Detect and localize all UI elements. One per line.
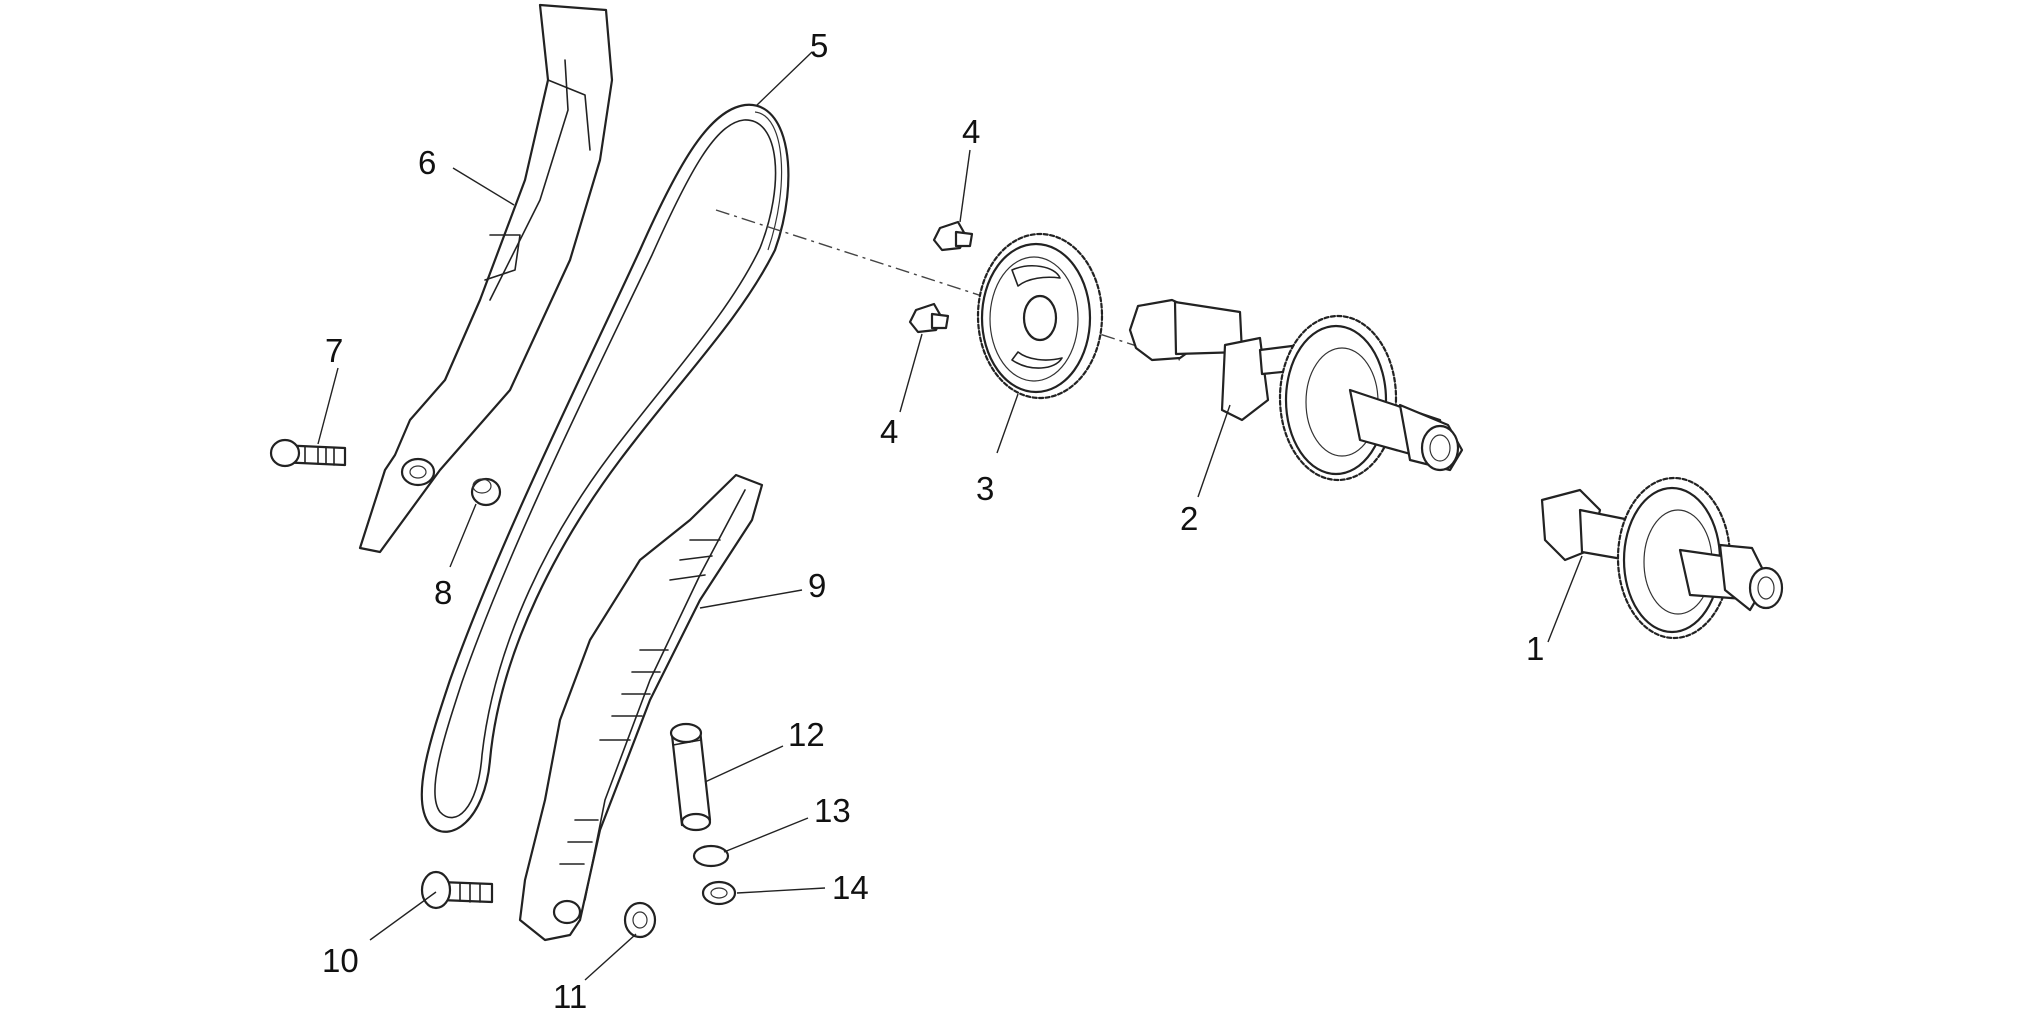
callout-3: 3 [976,470,994,507]
callout-labels: 1 2 3 4 4 5 6 7 8 9 10 11 12 13 14 [322,27,1544,1009]
part-3-sprocket [976,232,1104,400]
callout-2: 2 [1180,500,1198,537]
callout-6: 6 [418,144,436,181]
callout-14: 14 [832,869,869,906]
callout-4-lower: 4 [880,413,898,450]
callout-13: 13 [814,792,851,829]
part-4-screw-lower [908,302,950,334]
callout-9: 9 [808,567,826,604]
part-12-tensioner [669,722,712,832]
part-13-seal [692,844,730,868]
assembly-axis [715,209,1181,361]
part-2-camshaft [1128,298,1464,482]
leader-lines [317,51,1583,981]
callout-7: 7 [325,332,343,369]
callout-5: 5 [810,27,828,64]
callout-11: 11 [553,978,587,1009]
part-5-timing-chain [420,103,790,833]
part-11-washer [623,901,657,939]
part-1-camshaft [1540,476,1784,640]
callout-8: 8 [434,574,452,611]
part-10-bolt [420,870,494,910]
part-7-bolt [269,438,347,468]
part-9-tensioner-guide [518,473,764,942]
part-8-spacer [470,477,502,507]
callout-12: 12 [788,716,825,753]
callout-4-upper: 4 [962,113,980,150]
callout-1: 1 [1526,630,1544,667]
part-4-screw-upper [932,220,974,252]
part-14-washer [701,880,737,906]
callout-10: 10 [322,942,359,979]
part-6-chain-guide [358,3,614,554]
